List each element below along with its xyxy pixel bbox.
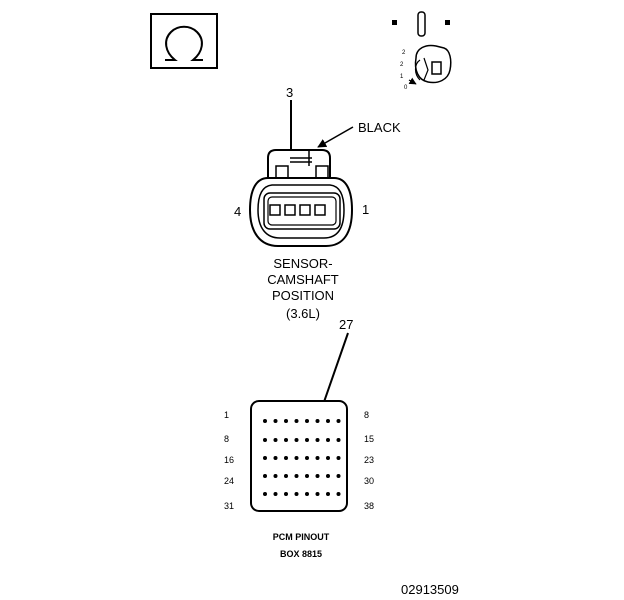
key-position-2b: 2	[400, 62, 404, 68]
pcm-pin	[284, 492, 288, 496]
pcm-pin	[326, 492, 330, 496]
ignition-key-icon: 2 2 1 0	[392, 11, 452, 91]
pcm-pin	[305, 456, 309, 460]
pcm-row-label-right: 15	[364, 434, 374, 444]
pcm-pin	[336, 474, 341, 478]
pcm-caption-line-2: BOX 8815	[280, 549, 322, 559]
pcm-pin	[315, 419, 320, 423]
pcm-pin	[273, 456, 278, 460]
pcm-row-label-right: 8	[364, 410, 369, 420]
pcm-pin	[263, 492, 267, 496]
sensor-name-line-3: POSITION	[272, 288, 334, 303]
pcm-row-label-right: 38	[364, 501, 374, 511]
pcm-pin	[315, 456, 320, 460]
pcm-pin	[326, 438, 330, 442]
pcm-pin	[336, 419, 341, 423]
pcm-pin	[305, 438, 309, 442]
pcm-connector: 27 1 8 16 24 31 8 15 23 30 38	[224, 317, 374, 512]
pcm-pin	[263, 456, 267, 460]
sensor-pin-label-left: 4	[234, 204, 241, 219]
pcm-pin	[336, 456, 341, 460]
pcm-row-label-left: 8	[224, 434, 229, 444]
key-position-0: 0	[404, 85, 408, 91]
key-position-2a: 2	[402, 50, 406, 56]
pcm-pin-grid	[263, 419, 341, 496]
pcm-pin	[305, 474, 309, 478]
sensor-cavity-3	[284, 204, 296, 216]
sensor-pin-label-right: 1	[362, 202, 369, 217]
color-label-leader	[317, 126, 354, 148]
pcm-pin	[263, 419, 267, 423]
sensor-name-line-1: SENSOR-	[273, 256, 332, 271]
pcm-pin	[294, 474, 299, 478]
pcm-pin	[273, 419, 278, 423]
pcm-row-label-right: 30	[364, 476, 374, 486]
pcm-pin	[305, 492, 309, 496]
pcm-pin	[284, 474, 288, 478]
pcm-pin	[326, 474, 330, 478]
pcm-pin	[273, 492, 278, 496]
pcm-pin	[284, 438, 288, 442]
pcm-pin	[336, 492, 341, 496]
pcm-pin	[315, 438, 320, 442]
pcm-pin	[263, 474, 267, 478]
pcm-pin	[336, 438, 341, 442]
pcm-pin	[284, 419, 288, 423]
pcm-caption-line-1: PCM PINOUT	[273, 532, 330, 542]
sensor-cavity-callout: 3	[286, 85, 293, 100]
pcm-connector-body	[250, 400, 348, 512]
pcm-row-label-right: 23	[364, 455, 374, 465]
sensor-name-line-4: (3.6L)	[286, 306, 320, 321]
sensor-cavity-1	[314, 204, 326, 216]
pcm-row-label-left: 1	[224, 410, 229, 420]
pcm-cavity-callout: 27	[339, 317, 353, 332]
ground-symbol-icon	[150, 13, 218, 69]
pcm-pin	[326, 456, 330, 460]
pcm-pin	[294, 438, 299, 442]
key-position-1: 1	[400, 74, 404, 80]
pcm-pin	[294, 492, 299, 496]
sensor-name: SENSOR- CAMSHAFT POSITION (3.6L)	[267, 256, 339, 321]
pcm-pin	[294, 419, 299, 423]
pcm-row-label-left: 24	[224, 476, 234, 486]
figure-id: 02913509	[401, 582, 459, 597]
pcm-pin	[326, 419, 330, 423]
sensor-cavity-2	[299, 204, 311, 216]
sensor-cavity-4	[269, 204, 281, 216]
pcm-row-label-left: 16	[224, 455, 234, 465]
sensor-name-line-2: CAMSHAFT	[267, 272, 339, 287]
pcm-pin	[263, 438, 267, 442]
sensor-color-label: BLACK	[358, 120, 401, 135]
pcm-row-label-left: 31	[224, 501, 234, 511]
pcm-pin	[315, 474, 320, 478]
sensor-connector: 3 BLACK 4 1	[234, 85, 401, 247]
pcm-pin	[273, 474, 278, 478]
pcm-pin	[305, 419, 309, 423]
pcm-pin	[273, 438, 278, 442]
pcm-pin	[315, 492, 320, 496]
pcm-pin	[284, 456, 288, 460]
pcm-pin	[294, 456, 299, 460]
